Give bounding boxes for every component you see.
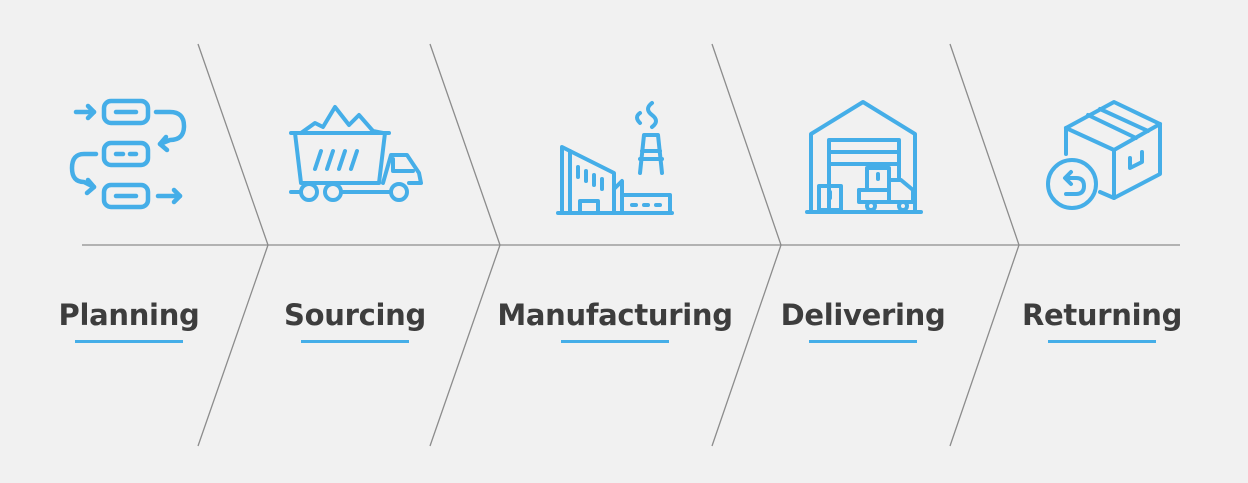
chevron-divider-3 <box>711 43 782 447</box>
stage-label-manufacturing: Manufacturing <box>497 298 733 332</box>
stage-underline-manufacturing <box>561 340 669 343</box>
stage-underline-delivering <box>809 340 917 343</box>
stage-label-planning: Planning <box>58 298 200 332</box>
stage-underline-returning <box>1048 340 1156 343</box>
factory-icon <box>556 97 674 217</box>
warehouse-delivery-icon <box>805 98 923 216</box>
dump-truck-icon <box>287 103 427 210</box>
stage-label-sourcing: Sourcing <box>284 298 426 332</box>
chevron-divider-4 <box>949 43 1020 447</box>
planning-flow-icon <box>66 95 192 220</box>
stage-label-delivering: Delivering <box>780 298 946 332</box>
box-return-icon <box>1042 98 1166 216</box>
stage-underline-sourcing <box>301 340 409 343</box>
chevron-divider-2 <box>429 43 501 447</box>
stage-underline-planning <box>75 340 183 343</box>
stage-label-returning: Returning <box>1021 298 1183 332</box>
chevron-divider-1 <box>197 43 269 447</box>
